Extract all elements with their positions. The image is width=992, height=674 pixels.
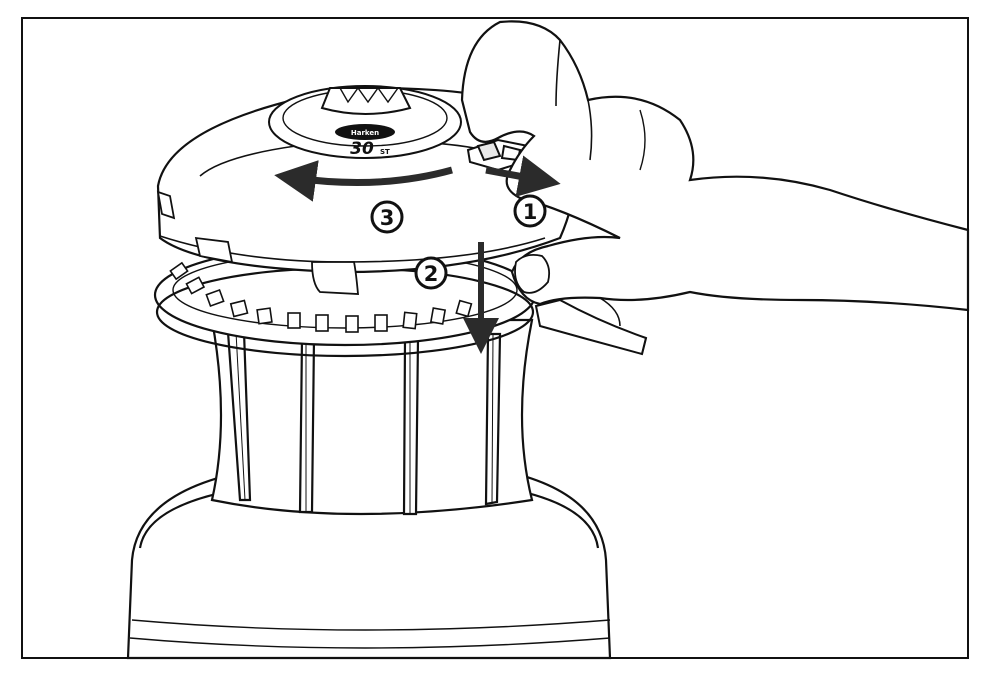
fingernail	[514, 253, 551, 294]
step-badge-1: 1	[513, 194, 547, 228]
cap-lug-2	[311, 261, 359, 295]
brand-plate-text: Harken	[351, 129, 379, 137]
winch-size-suffix: ST	[380, 148, 390, 156]
center-hub	[268, 85, 462, 159]
operator-hand	[460, 20, 970, 327]
drum-rib-2	[298, 336, 316, 514]
cap-lug-1	[194, 236, 234, 264]
cap-lug-3	[156, 190, 176, 220]
winch-size-label: 30	[350, 139, 374, 159]
arrow-step-1	[485, 155, 561, 197]
drum-rib-3	[402, 336, 420, 516]
step-number-3: 3	[380, 206, 395, 230]
step-badge-3: 3	[370, 200, 404, 234]
step-number-2: 2	[424, 262, 439, 286]
step-number-1: 1	[523, 200, 538, 224]
step-badge-2: 2	[414, 256, 448, 290]
winch-drum	[210, 318, 534, 516]
brand-plate: Harken	[335, 124, 395, 140]
release-lever	[534, 298, 648, 356]
arrow-step-3	[274, 160, 453, 202]
ratchet-teeth	[169, 261, 473, 333]
